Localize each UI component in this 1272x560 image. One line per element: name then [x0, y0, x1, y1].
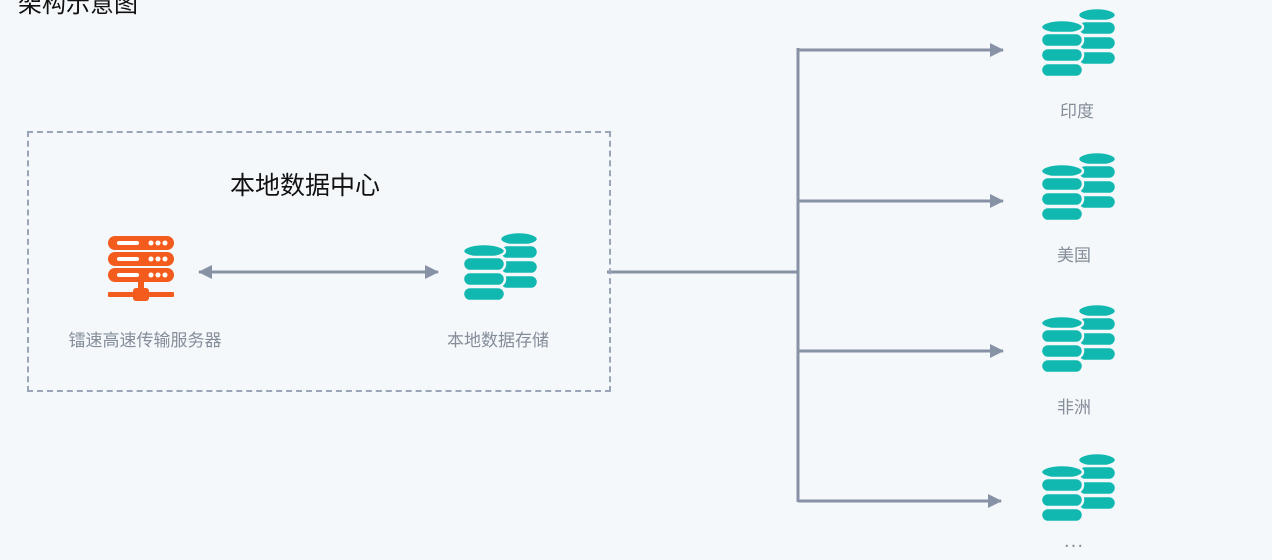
region-label-usa: 美国 — [1057, 246, 1091, 266]
server-label: 镭速高速传输服务器 — [68, 331, 222, 351]
database-icon — [1039, 6, 1118, 79]
database-icon — [461, 230, 540, 303]
storage-label: 本地数据存储 — [447, 331, 549, 351]
database-icon — [1039, 451, 1118, 524]
region-label-more: ··· — [1063, 536, 1085, 557]
page-title: 架构示意图 — [18, 0, 138, 18]
region-label-africa: 非洲 — [1057, 398, 1091, 418]
local-datacenter-box — [27, 131, 611, 392]
region-label-india: 印度 — [1060, 102, 1094, 122]
database-icon — [1039, 150, 1118, 223]
local-datacenter-title: 本地数据中心 — [230, 171, 381, 200]
database-icon — [1039, 302, 1118, 375]
server-icon — [108, 236, 174, 301]
